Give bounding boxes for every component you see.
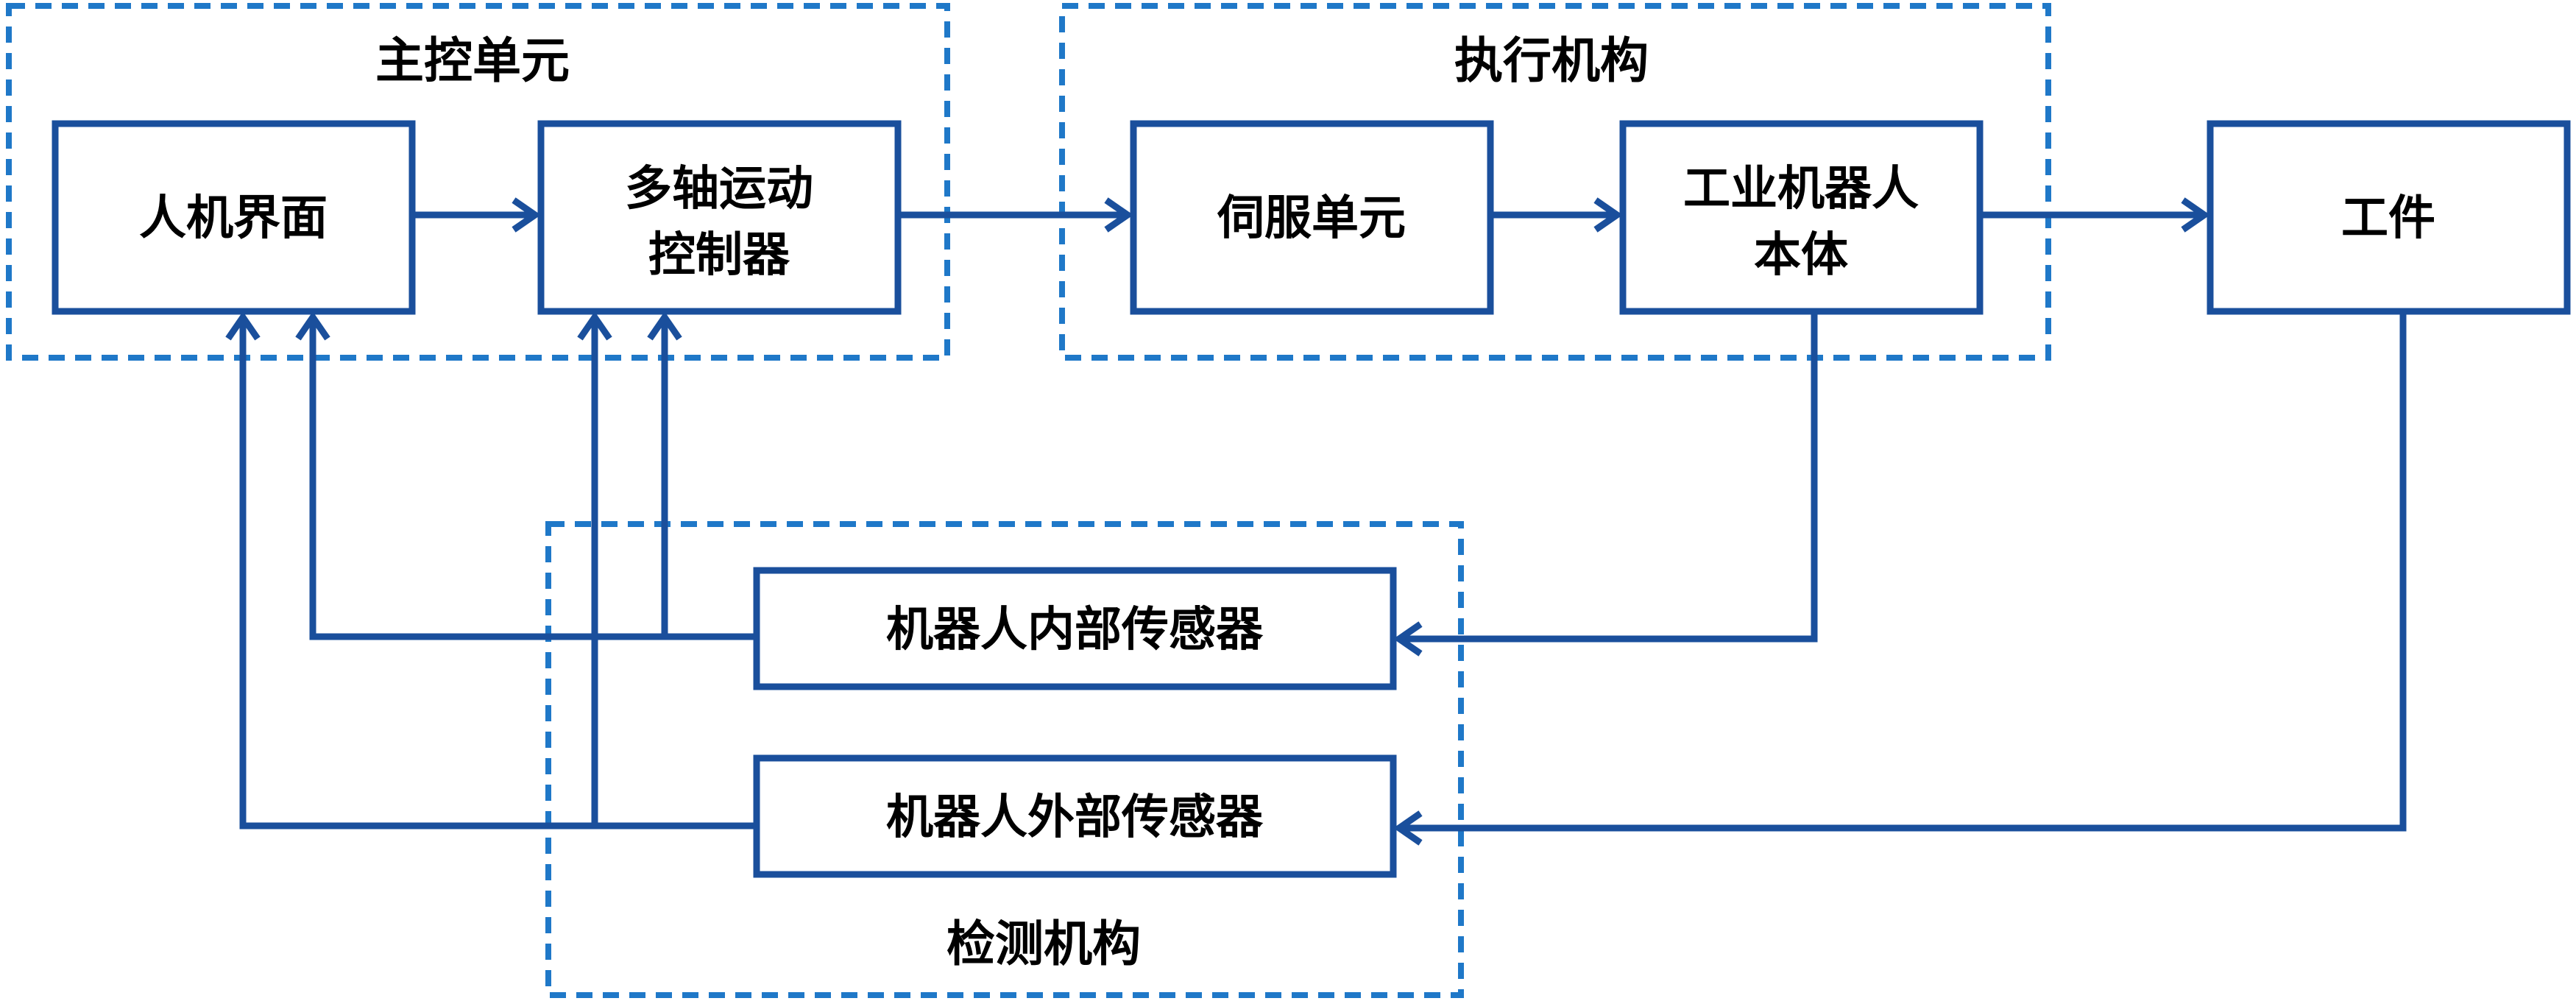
arrowhead-into-motion-controller bbox=[512, 197, 541, 233]
group-frame-detection bbox=[545, 521, 1464, 998]
node-label-motion-controller-line2: 控制器 bbox=[648, 228, 790, 283]
node-box-external-sensor[interactable] bbox=[753, 754, 1397, 878]
node-box-workpiece[interactable] bbox=[2207, 120, 2571, 315]
node-box-motion-controller[interactable] bbox=[537, 120, 902, 315]
arrowhead-into-external-sensor bbox=[1393, 810, 1423, 846]
node-label-external-sensor: 机器人外部传感器 bbox=[886, 790, 1264, 845]
group-title-master-control: 主控单元 bbox=[375, 32, 570, 89]
arrowhead-internal-into-motion-controller bbox=[647, 311, 682, 341]
node-box-hmi[interactable] bbox=[52, 120, 416, 315]
arrowhead-into-servo-unit bbox=[1104, 197, 1133, 233]
arrowhead-external-into-hmi bbox=[225, 311, 261, 341]
group-frame-actuator bbox=[1059, 3, 2051, 361]
group-frame-master-control bbox=[6, 3, 950, 361]
node-box-servo-unit[interactable] bbox=[1130, 120, 1494, 315]
connector-workpiece-to-external-sensor bbox=[1401, 311, 2407, 832]
arrowhead-external-into-motion-controller bbox=[577, 311, 612, 341]
arrowhead-into-workpiece bbox=[2181, 197, 2210, 233]
node-label-hmi: 人机界面 bbox=[139, 191, 328, 246]
node-label-motion-controller-line1: 多轴运动 bbox=[625, 162, 813, 216]
arrowhead-into-robot-body bbox=[1593, 197, 1623, 233]
node-box-internal-sensor[interactable] bbox=[753, 567, 1397, 690]
node-box-robot-body[interactable] bbox=[1619, 120, 1984, 315]
node-label-servo-unit: 伺服单元 bbox=[1217, 191, 1406, 246]
arrowhead-internal-into-hmi bbox=[295, 311, 330, 341]
node-label-robot-body-line2: 本体 bbox=[1754, 228, 1848, 283]
group-title-detection: 检测机构 bbox=[946, 916, 1141, 972]
connector-internal-sensor-feedback bbox=[309, 319, 757, 640]
connector-robot-body-to-internal-sensor bbox=[1401, 311, 1818, 643]
node-label-workpiece: 工件 bbox=[2341, 191, 2435, 246]
connector-external-sensor-feedback bbox=[239, 319, 757, 830]
node-label-robot-body-line1: 工业机器人 bbox=[1683, 162, 1919, 216]
group-title-actuator: 执行机构 bbox=[1454, 32, 1649, 89]
arrowhead-into-internal-sensor bbox=[1393, 621, 1423, 657]
node-label-internal-sensor: 机器人内部传感器 bbox=[886, 603, 1264, 657]
